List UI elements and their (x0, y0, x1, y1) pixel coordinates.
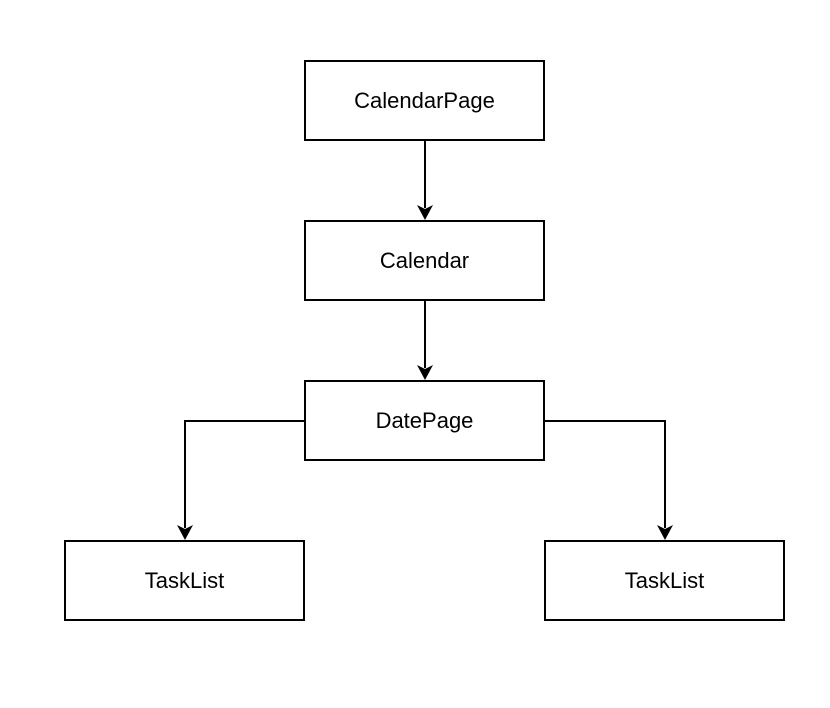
arrowhead-calendar (417, 205, 433, 220)
node-task-list-right: TaskList (544, 540, 785, 621)
arrowhead-tasklist-left (177, 525, 193, 540)
node-label: Calendar (379, 247, 470, 273)
node-calendar-page: CalendarPage (304, 60, 545, 141)
node-calendar: Calendar (304, 220, 545, 301)
arrowhead-datepage (417, 365, 433, 380)
edge-datepage-to-tasklist-right (545, 420, 666, 528)
node-label: TaskList (144, 567, 225, 593)
arrowhead-tasklist-right (657, 525, 673, 540)
node-label: CalendarPage (354, 87, 495, 113)
edge-datepage-to-tasklist-left (184, 420, 304, 528)
node-task-list-left: TaskList (64, 540, 305, 621)
node-label: DatePage (375, 407, 474, 433)
node-date-page: DatePage (304, 380, 545, 461)
node-label: TaskList (624, 567, 705, 593)
